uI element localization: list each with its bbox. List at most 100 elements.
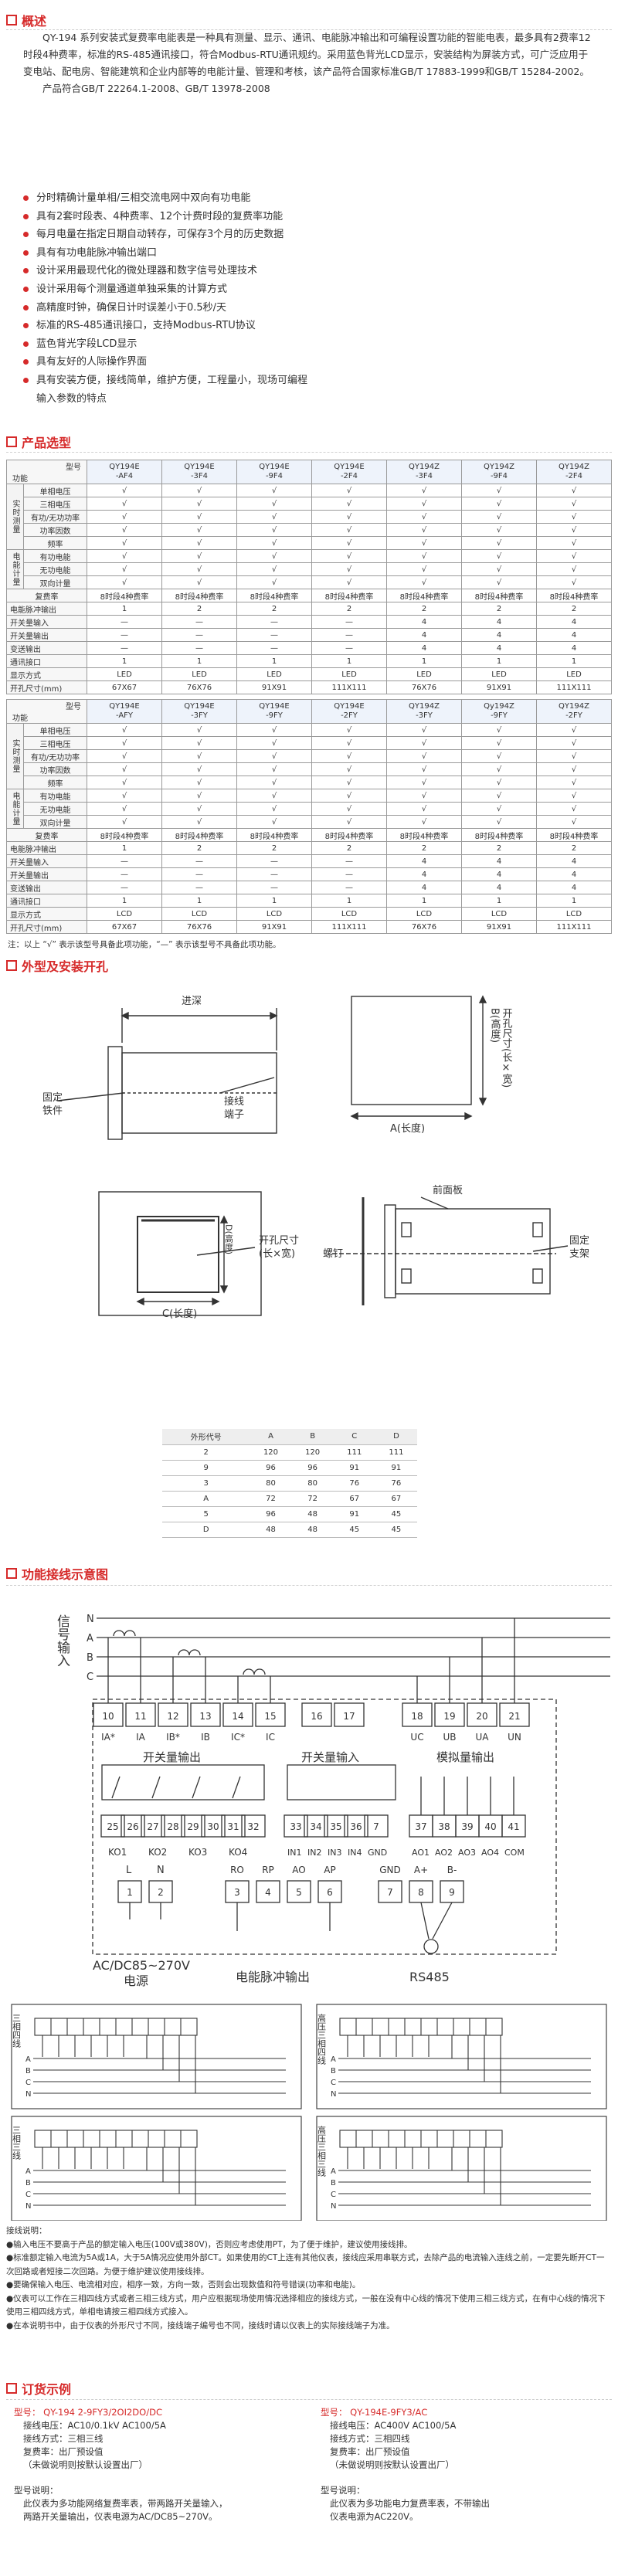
table-cell: √ — [161, 575, 237, 589]
b-height-label: B(高度) — [489, 1008, 501, 1043]
table-cell: — — [161, 881, 237, 894]
dim-cell: 80 — [250, 1475, 292, 1492]
table-cell: 4 — [386, 881, 462, 894]
table-note: 注：以上 “√” 表示该型号具备此项功能，“—” 表示该型号不具备此项功能。 — [8, 940, 281, 949]
support-label: 固定支架 — [569, 1235, 589, 1260]
table-cell: 8时段4种费率 — [311, 828, 387, 842]
terminal-box — [181, 1814, 205, 1838]
table-cell: LED — [311, 667, 387, 681]
feature-name: 电能脉冲输出 — [6, 602, 87, 616]
table-cell: √ — [311, 736, 387, 750]
table-cell: 76X76 — [161, 920, 237, 934]
relay-contact-icon — [151, 1776, 161, 1799]
terminal-box — [304, 1814, 328, 1838]
terminal-box — [161, 1814, 185, 1838]
table-cell: LED — [386, 667, 462, 681]
table-cell: 8时段4种费率 — [536, 589, 612, 602]
phase-label: A — [87, 1633, 93, 1644]
table-cell: √ — [536, 523, 612, 537]
group-label: 电能计量 — [6, 789, 24, 829]
table-cell: — — [87, 628, 162, 642]
analog-output-label: COM — [504, 1848, 525, 1858]
feature-name: 开关量输出 — [6, 867, 87, 881]
model-header: QY194Z-3F4 — [386, 460, 462, 484]
table-cell: 4 — [536, 854, 612, 868]
feature-name: 开关量输出 — [6, 628, 87, 642]
dim-cell: A — [162, 1491, 250, 1507]
table-cell: 1 — [311, 654, 387, 668]
terminal-number: 38 — [438, 1821, 450, 1832]
shield-icon — [423, 1939, 439, 1954]
terminal-number: 8 — [418, 1887, 424, 1898]
terminal-number: 32 — [247, 1821, 259, 1832]
wiring-note-item: ●要确保输入电压、电流相对应，相序一致，方向一致，否则会出现数值和符号错误(功率… — [6, 2280, 361, 2289]
terminal-number: 27 — [147, 1821, 158, 1832]
model-header: QY194Z-2F4 — [536, 460, 612, 484]
switch-output-title: 开关量输出 — [143, 1750, 201, 1764]
feature-item: 具有有功电能脉冲输出端口 — [20, 244, 592, 263]
table-cell: 8时段4种费率 — [461, 828, 537, 842]
table-cell: √ — [161, 802, 237, 816]
terminal-number: 3 — [234, 1887, 240, 1898]
wiring-notes: 接线说明： ●输入电压不要高于产品的额定输入电压(100V或380V)，否则应考… — [6, 2225, 612, 2333]
table-cell: √ — [87, 762, 162, 776]
terminal-number: 33 — [290, 1821, 301, 1832]
dim-cell: 96 — [250, 1506, 292, 1522]
feature-item: 输入参数的特点 — [36, 392, 107, 405]
mounting-drawing — [332, 1196, 569, 1305]
table-cell: √ — [461, 723, 537, 737]
table-cell: — — [236, 854, 312, 868]
bullet-icon — [23, 213, 29, 219]
terminal-number: 15 — [264, 1711, 276, 1722]
terminal-number: 1 — [127, 1887, 133, 1898]
rs485-lead — [420, 1902, 430, 1940]
bullet-icon — [23, 304, 29, 311]
corner-bottom: 功能 — [12, 475, 28, 484]
feature-name: 显示方式 — [6, 907, 87, 921]
model-header: QY194E-AFY — [87, 699, 162, 724]
phase-label: B — [331, 2067, 336, 2075]
table-cell: — — [311, 628, 387, 642]
pulse-label: RP — [262, 1865, 274, 1875]
dim-header: B — [291, 1429, 334, 1445]
section-model-header: 产品选型 — [6, 433, 71, 451]
dim-header: C — [333, 1429, 375, 1445]
analog-output-title: 模拟量输出 — [436, 1750, 494, 1764]
section-title: 概述 — [22, 14, 47, 29]
table-cell: 67X67 — [87, 680, 162, 694]
dim-cell: 45 — [333, 1522, 375, 1538]
type-frame — [316, 2116, 607, 2221]
table-cell: √ — [87, 723, 162, 737]
terminal-number: 5 — [296, 1887, 302, 1898]
terminal-number: 16 — [311, 1711, 322, 1722]
power-label: N — [157, 1865, 165, 1876]
table-cell: √ — [236, 736, 312, 750]
dim-cell: 76 — [333, 1475, 375, 1492]
wiring-note-item: ●仪表可以工作在三相四线方式或者三相三线方式，用户应根据现场使用情况选择相应的接… — [6, 2293, 606, 2317]
feature-name: 单相电压 — [23, 723, 87, 737]
terminal-box — [334, 1702, 365, 1727]
feature-name: 单相电压 — [23, 484, 87, 497]
model-header: QY194E-9F4 — [236, 460, 312, 484]
table-cell: √ — [536, 802, 612, 816]
table-cell: √ — [236, 510, 312, 524]
pulse-label: AP — [324, 1865, 335, 1875]
feature-name: 电能脉冲输出 — [6, 841, 87, 855]
table-cell: √ — [461, 789, 537, 803]
table-cell: √ — [87, 815, 162, 829]
dim-cell: 48 — [291, 1522, 334, 1538]
table-cell: √ — [536, 749, 612, 763]
power-label: L — [126, 1865, 132, 1876]
table-cell: — — [236, 881, 312, 894]
switch-input-title: 开关量输入 — [301, 1750, 359, 1764]
table-cell: √ — [87, 562, 162, 576]
table-cell: √ — [87, 523, 162, 537]
table-cell: — — [161, 641, 237, 655]
feature-name: 复费率 — [6, 589, 87, 602]
table-cell: √ — [386, 789, 462, 803]
phase-label: A — [25, 2167, 31, 2176]
feature-name: 变送输出 — [6, 881, 87, 894]
terminal-label: UA — [476, 1732, 490, 1743]
table-cell: √ — [311, 815, 387, 829]
table-cell: √ — [161, 723, 237, 737]
